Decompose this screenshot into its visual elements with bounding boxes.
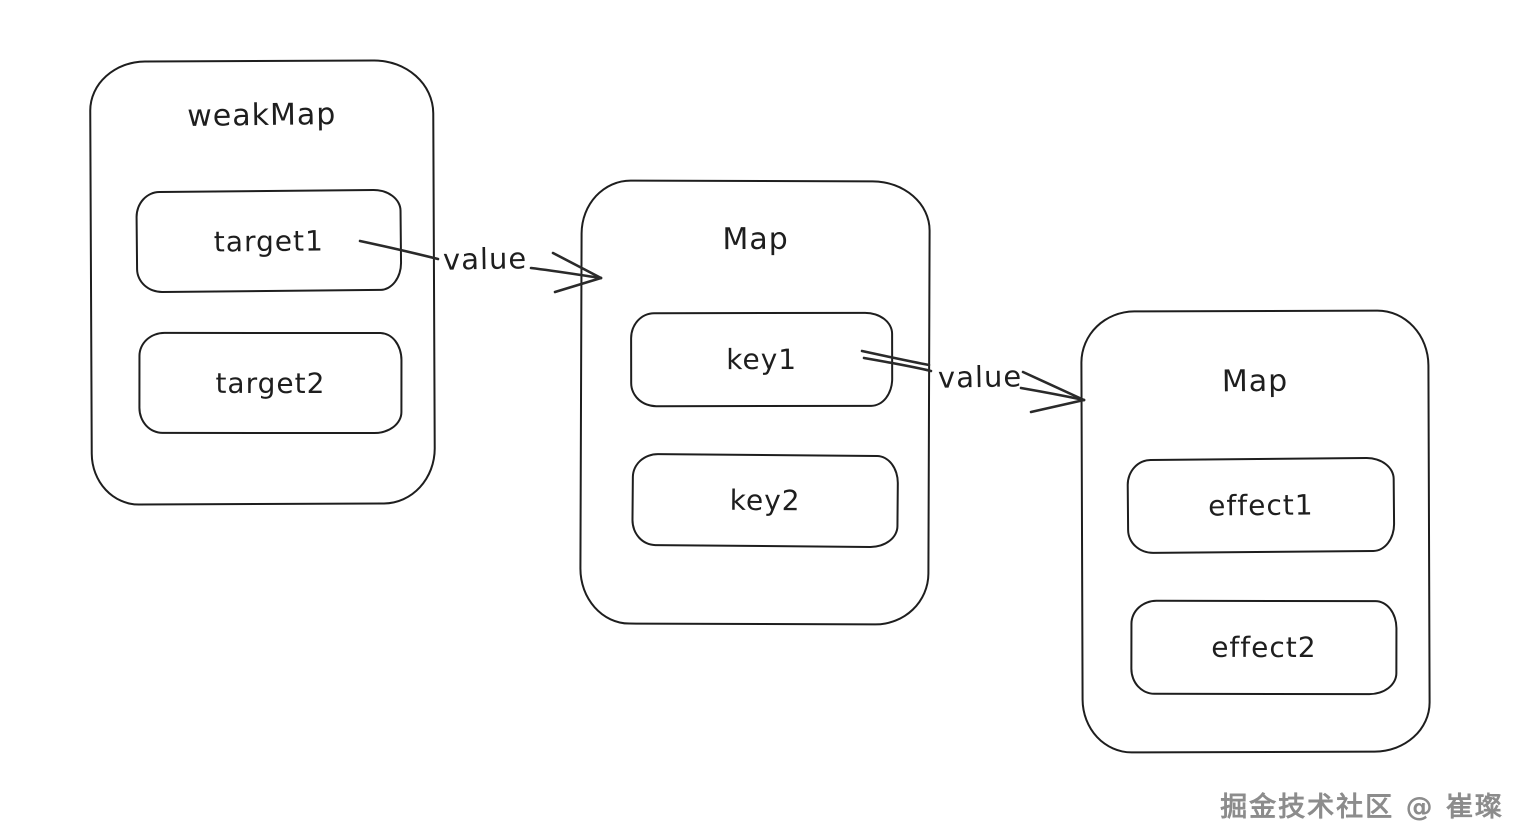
node-weakmap-item-target2: target2 bbox=[138, 331, 403, 435]
effect1-label: effect1 bbox=[1208, 488, 1314, 523]
node-map1-title: Map bbox=[722, 221, 789, 258]
value-arrow-2-barb-lower bbox=[1029, 398, 1086, 414]
value-label-2: value bbox=[937, 359, 1023, 395]
node-map2: Map effect1 effect2 bbox=[1080, 309, 1431, 754]
node-weakmap: weakMap target1 target2 bbox=[89, 59, 436, 506]
effect2-label: effect2 bbox=[1211, 630, 1317, 665]
node-map2-title: Map bbox=[1221, 363, 1289, 400]
target1-label: target1 bbox=[213, 223, 324, 258]
key1-label: key1 bbox=[726, 342, 798, 377]
node-map2-item-effect1: effect1 bbox=[1126, 456, 1396, 555]
node-weakmap-item-target1: target1 bbox=[135, 188, 403, 294]
value-arrow-2-barb-upper bbox=[1021, 370, 1086, 402]
value-label-1: value bbox=[442, 241, 528, 277]
key2-label: key2 bbox=[729, 483, 801, 518]
node-map1: Map key1 key2 bbox=[579, 179, 931, 626]
node-map1-item-key2: key2 bbox=[631, 452, 900, 549]
value-arrow-2-shaft bbox=[1019, 386, 1086, 402]
target2-label: target2 bbox=[215, 366, 326, 400]
watermark-text: 掘金技术社区 @ 崔璨 bbox=[1220, 792, 1504, 823]
node-weakmap-title: weakMap bbox=[187, 97, 337, 134]
node-map2-item-effect2: effect2 bbox=[1130, 599, 1398, 696]
node-map1-item-key1: key1 bbox=[630, 311, 894, 408]
